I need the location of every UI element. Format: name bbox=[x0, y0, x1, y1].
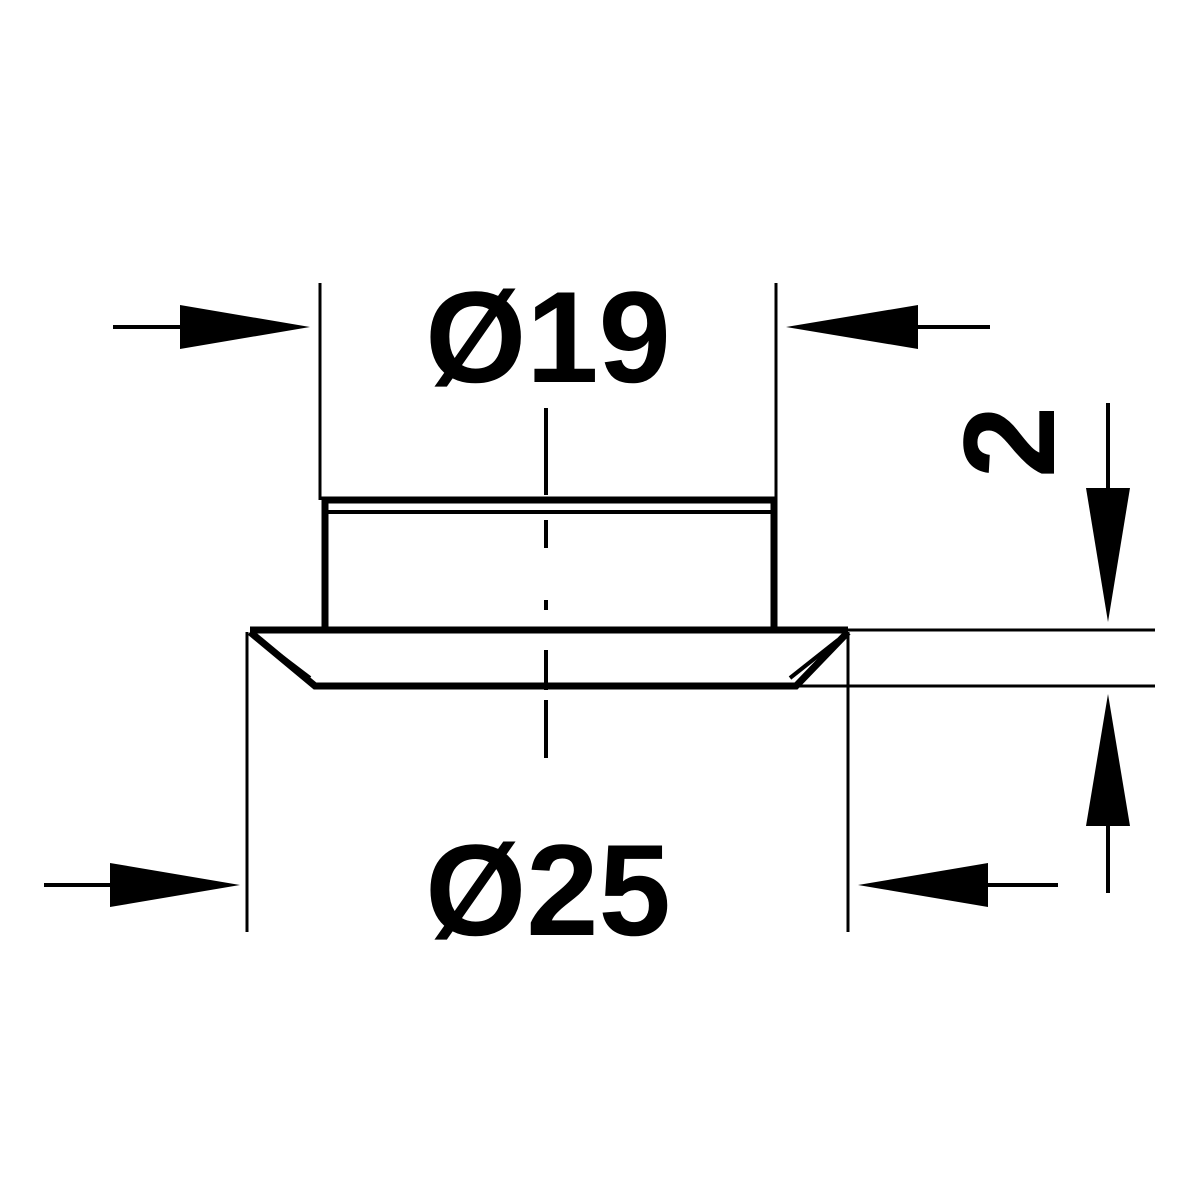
dimension-outer-diameter: Ø25 bbox=[44, 817, 1058, 963]
flange-chamfer bbox=[247, 629, 851, 690]
dimension-flange-thickness: 2 bbox=[936, 403, 1130, 893]
arrow-right-icon bbox=[180, 305, 310, 349]
arrow-left-icon bbox=[786, 305, 918, 349]
part-outline bbox=[247, 496, 851, 690]
flange-thickness-label: 2 bbox=[936, 406, 1082, 478]
dimension-inner-diameter: Ø19 bbox=[113, 264, 990, 410]
inner-diameter-label: Ø19 bbox=[425, 264, 671, 410]
outer-diameter-label: Ø25 bbox=[425, 817, 671, 963]
flange-inner-chamfer-right bbox=[788, 638, 840, 680]
arrow-down-icon bbox=[1086, 488, 1130, 622]
boss-body bbox=[321, 496, 778, 630]
extension-lines bbox=[245, 283, 1155, 932]
arrow-left-icon bbox=[858, 863, 988, 907]
arrow-right-icon bbox=[110, 863, 240, 907]
flange-inner-chamfer-left bbox=[258, 638, 312, 680]
arrow-up-icon bbox=[1086, 694, 1130, 826]
